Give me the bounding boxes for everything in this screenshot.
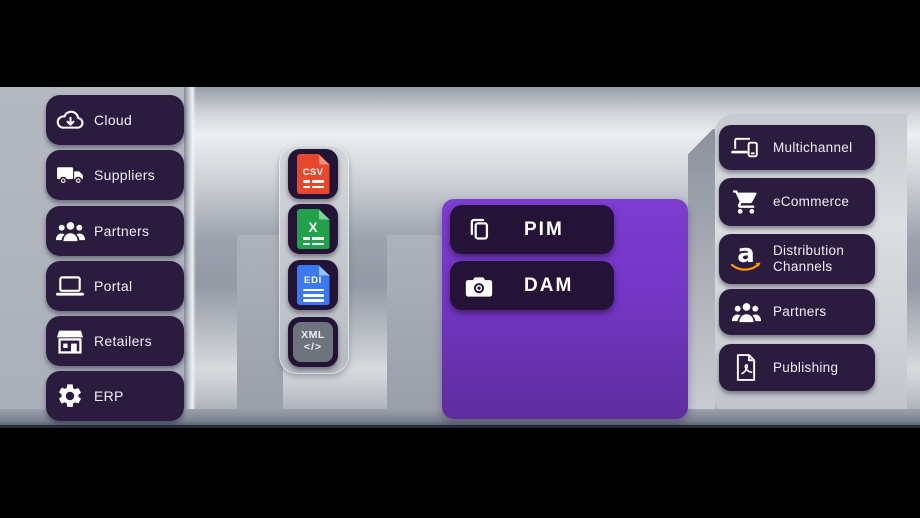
file-lines: [302, 180, 324, 189]
format-tile-edi[interactable]: EDI: [288, 260, 338, 310]
page-fold: [318, 265, 330, 276]
node-ecommerce[interactable]: eCommerce: [719, 178, 875, 226]
node-cloud[interactable]: Cloud: [46, 95, 184, 145]
amazon-icon: a: [719, 238, 773, 274]
node-dam[interactable]: DAM: [450, 261, 614, 310]
camera-icon: [450, 274, 508, 298]
node-label: Portal: [94, 278, 133, 294]
format-label: CSV: [302, 166, 324, 178]
node-label: Partners: [773, 304, 827, 320]
node-partners-right[interactable]: Partners: [719, 289, 875, 335]
node-label: Suppliers: [94, 167, 156, 183]
people-icon: [46, 220, 94, 243]
xml-code-icon: XML </>: [293, 322, 333, 362]
format-tile-xml[interactable]: XML </>: [288, 317, 338, 367]
node-multichannel[interactable]: Multichannel: [719, 125, 875, 170]
format-label: XML: [301, 329, 325, 342]
node-label: Distribution Channels: [773, 243, 845, 274]
node-label: Partners: [94, 223, 150, 239]
copy-icon: [450, 216, 508, 243]
node-erp[interactable]: ERP: [46, 371, 184, 421]
node-label: Multichannel: [773, 139, 853, 155]
node-label: ERP: [94, 388, 124, 404]
csv-file-icon: CSV: [296, 154, 330, 194]
code-brackets: </>: [303, 341, 323, 353]
page-fold: [318, 209, 330, 220]
format-tile-excel[interactable]: X: [288, 204, 338, 254]
format-label: X: [308, 219, 318, 235]
wall-seam-highlight: [184, 87, 196, 428]
node-publishing[interactable]: Publishing: [719, 344, 875, 391]
people-icon: [719, 301, 773, 324]
edi-file-icon: EDI: [296, 265, 330, 305]
node-suppliers[interactable]: Suppliers: [46, 150, 184, 200]
gear-icon: [46, 382, 94, 410]
cloud-download-icon: [46, 108, 94, 133]
pdf-file-icon: [719, 353, 773, 382]
format-tile-csv[interactable]: CSV: [288, 149, 338, 199]
node-pim[interactable]: PIM: [450, 205, 614, 254]
file-lines: [302, 237, 324, 246]
node-label: Cloud: [94, 112, 133, 128]
truck-icon: [46, 164, 94, 187]
storefront-icon: [46, 329, 94, 354]
node-label: eCommerce: [773, 194, 850, 210]
pillar-right: [387, 235, 442, 409]
platform-label: DAM: [524, 274, 574, 296]
platform-label: PIM: [524, 218, 564, 240]
cart-icon: [719, 188, 773, 216]
format-label: EDI: [304, 275, 322, 287]
excel-file-icon: X: [296, 209, 330, 249]
page-fold: [318, 154, 330, 165]
node-label: Retailers: [94, 333, 152, 349]
node-retailers[interactable]: Retailers: [46, 316, 184, 366]
node-portal[interactable]: Portal: [46, 261, 184, 311]
diagram-stage: Cloud Suppliers Partners: [0, 87, 920, 428]
node-distribution-channels[interactable]: a Distribution Channels: [719, 234, 875, 284]
right-wall-edge: [688, 129, 715, 410]
amazon-letter: a: [737, 238, 755, 269]
laptop-icon: [46, 275, 94, 297]
pillar-left: [237, 235, 283, 409]
node-partners-left[interactable]: Partners: [46, 206, 184, 256]
node-label: Publishing: [773, 359, 839, 375]
devices-icon: [719, 135, 773, 160]
file-lines: [302, 288, 324, 302]
